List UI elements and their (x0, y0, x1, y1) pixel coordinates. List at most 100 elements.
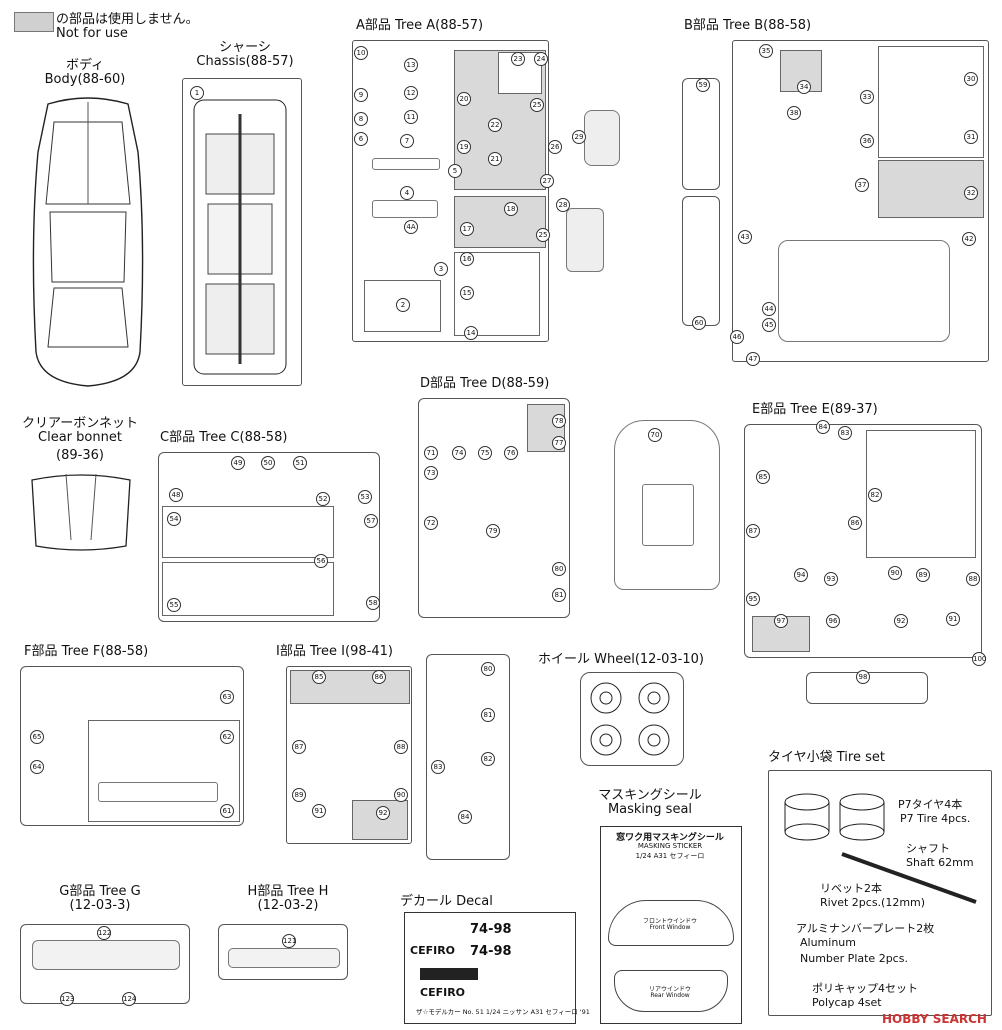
legend-en: Not for use (56, 26, 128, 41)
tree-d-frame (418, 398, 570, 618)
part-number: 71 (424, 446, 438, 460)
tire-item-10: ポリキャップ4セット (812, 982, 918, 995)
part-number: 70 (648, 428, 662, 442)
part-number: 59 (696, 78, 710, 92)
masking-sheet-sub: MASKING STICKER (637, 842, 703, 850)
part-number: 17 (460, 222, 474, 236)
part-number: 78 (552, 414, 566, 428)
part-number: 94 (794, 568, 808, 582)
part-number: 89 (916, 568, 930, 582)
clear-bonnet-title-jp: クリアーボンネット (22, 416, 138, 431)
tire-item-9: Number Plate 2pcs. (800, 952, 908, 965)
decal-footer: ザ☆モデルカー No. 51 1/24 ニッサン A31 セフィーロ '91 (416, 1008, 590, 1016)
wheel-title: ホイール Wheel(12-03-10) (538, 652, 704, 667)
part-number: 26 (548, 140, 562, 154)
tree-a-part-29-icon (584, 110, 620, 166)
tree-e-dash-cell (866, 430, 976, 558)
part-number: 35 (759, 44, 773, 58)
part-number: 9 (354, 88, 368, 102)
part-number: 32 (964, 186, 978, 200)
part-number: 91 (946, 612, 960, 626)
decal-logo-bar (420, 968, 478, 980)
wheel-frame (580, 672, 684, 766)
part-number: 36 (860, 134, 874, 148)
decal-brand-1: CEFIRO (410, 944, 456, 957)
part-number: 4 (400, 186, 414, 200)
part-number: 2 (396, 298, 410, 312)
tree-g-title: G部品 Tree G (59, 884, 141, 899)
tree-c-door-cell-2 (162, 562, 334, 616)
part-number: 72 (424, 516, 438, 530)
part-number: 75 (478, 446, 492, 460)
part-number: 34 (797, 80, 811, 94)
part-number: 76 (504, 446, 518, 460)
part-number: 29 (572, 130, 586, 144)
part-number: 38 (787, 106, 801, 120)
tree-f-right-cell (88, 720, 240, 822)
part-number: 12 (404, 86, 418, 100)
part-number: 121 (282, 934, 296, 948)
masking-title-jp: マスキングシール (598, 788, 702, 803)
part-number: 54 (167, 512, 181, 526)
chassis-drawing (193, 99, 287, 375)
part-number: 82 (868, 488, 882, 502)
legend-jp: の部品は使用しません。 (56, 12, 199, 27)
part-number: 57 (364, 514, 378, 528)
part-number: 63 (220, 690, 234, 704)
decal-title: デカール Decal (400, 894, 493, 909)
tire-item-7: アルミナンバープレート2枚 (796, 922, 935, 935)
masking-rear-label-en: Rear Window (650, 992, 690, 999)
masking-sheet (600, 826, 742, 1024)
part-number: 28 (556, 198, 570, 212)
part-number: 22 (488, 118, 502, 132)
part-number: 123 (60, 992, 74, 1006)
part-number: 24 (534, 52, 548, 66)
part-number: 3 (434, 262, 448, 276)
part-number: 50 (261, 456, 275, 470)
part-number: 73 (424, 466, 438, 480)
clear-bonnet-drawing (31, 473, 131, 551)
part-number: 25 (530, 98, 544, 112)
part-number: 98 (856, 670, 870, 684)
masking-title-en: Masking seal (607, 802, 693, 817)
tree-h-title: H部品 Tree H (247, 884, 329, 899)
part-number: 100 (972, 652, 986, 666)
part-number: 60 (692, 316, 706, 330)
part-number: 5 (448, 164, 462, 178)
decal-plate-1: 74-98 (470, 922, 512, 937)
tree-h-code: (12-03-2) (257, 898, 319, 913)
tree-f-title: F部品 Tree F(88-58) (24, 644, 149, 659)
part-number: 84 (458, 810, 472, 824)
tree-d-window-inner (642, 484, 694, 546)
tire-item-11: Polycap 4set (812, 996, 882, 1009)
part-number: 49 (231, 456, 245, 470)
part-number: 10 (354, 46, 368, 60)
tire-item-2: P7 Tire 4pcs. (900, 812, 971, 825)
part-number: 33 (860, 90, 874, 104)
not-for-use-swatch (14, 12, 54, 32)
hobby-search-watermark: HOBBY SEARCH (882, 1012, 987, 1026)
part-number: 124 (122, 992, 136, 1006)
part-number: 13 (404, 58, 418, 72)
chassis-title-en: Chassis(88-57) (196, 54, 294, 69)
part-number: 30 (964, 72, 978, 86)
part-number: 90 (394, 788, 408, 802)
part-number: 14 (464, 326, 478, 340)
part-number: 90 (888, 566, 902, 580)
part-number: 4A (404, 220, 418, 234)
tree-b-floor-part-icon (778, 240, 950, 342)
part-number: 85 (756, 470, 770, 484)
part-number: 20 (457, 92, 471, 106)
part-number: 16 (460, 252, 474, 266)
part-number: 92 (376, 806, 390, 820)
tire-item-1: P7タイヤ4本 (898, 798, 963, 811)
tire-drawing (784, 793, 885, 841)
part-number: 44 (762, 302, 776, 316)
part-number: 97 (774, 614, 788, 628)
part-number: 43 (738, 230, 752, 244)
part-number: 85 (312, 670, 326, 684)
part-number: 87 (292, 740, 306, 754)
masking-front-label: フロントウインドウ (642, 918, 697, 925)
part-number: 96 (826, 614, 840, 628)
part-number: 6 (354, 132, 368, 146)
